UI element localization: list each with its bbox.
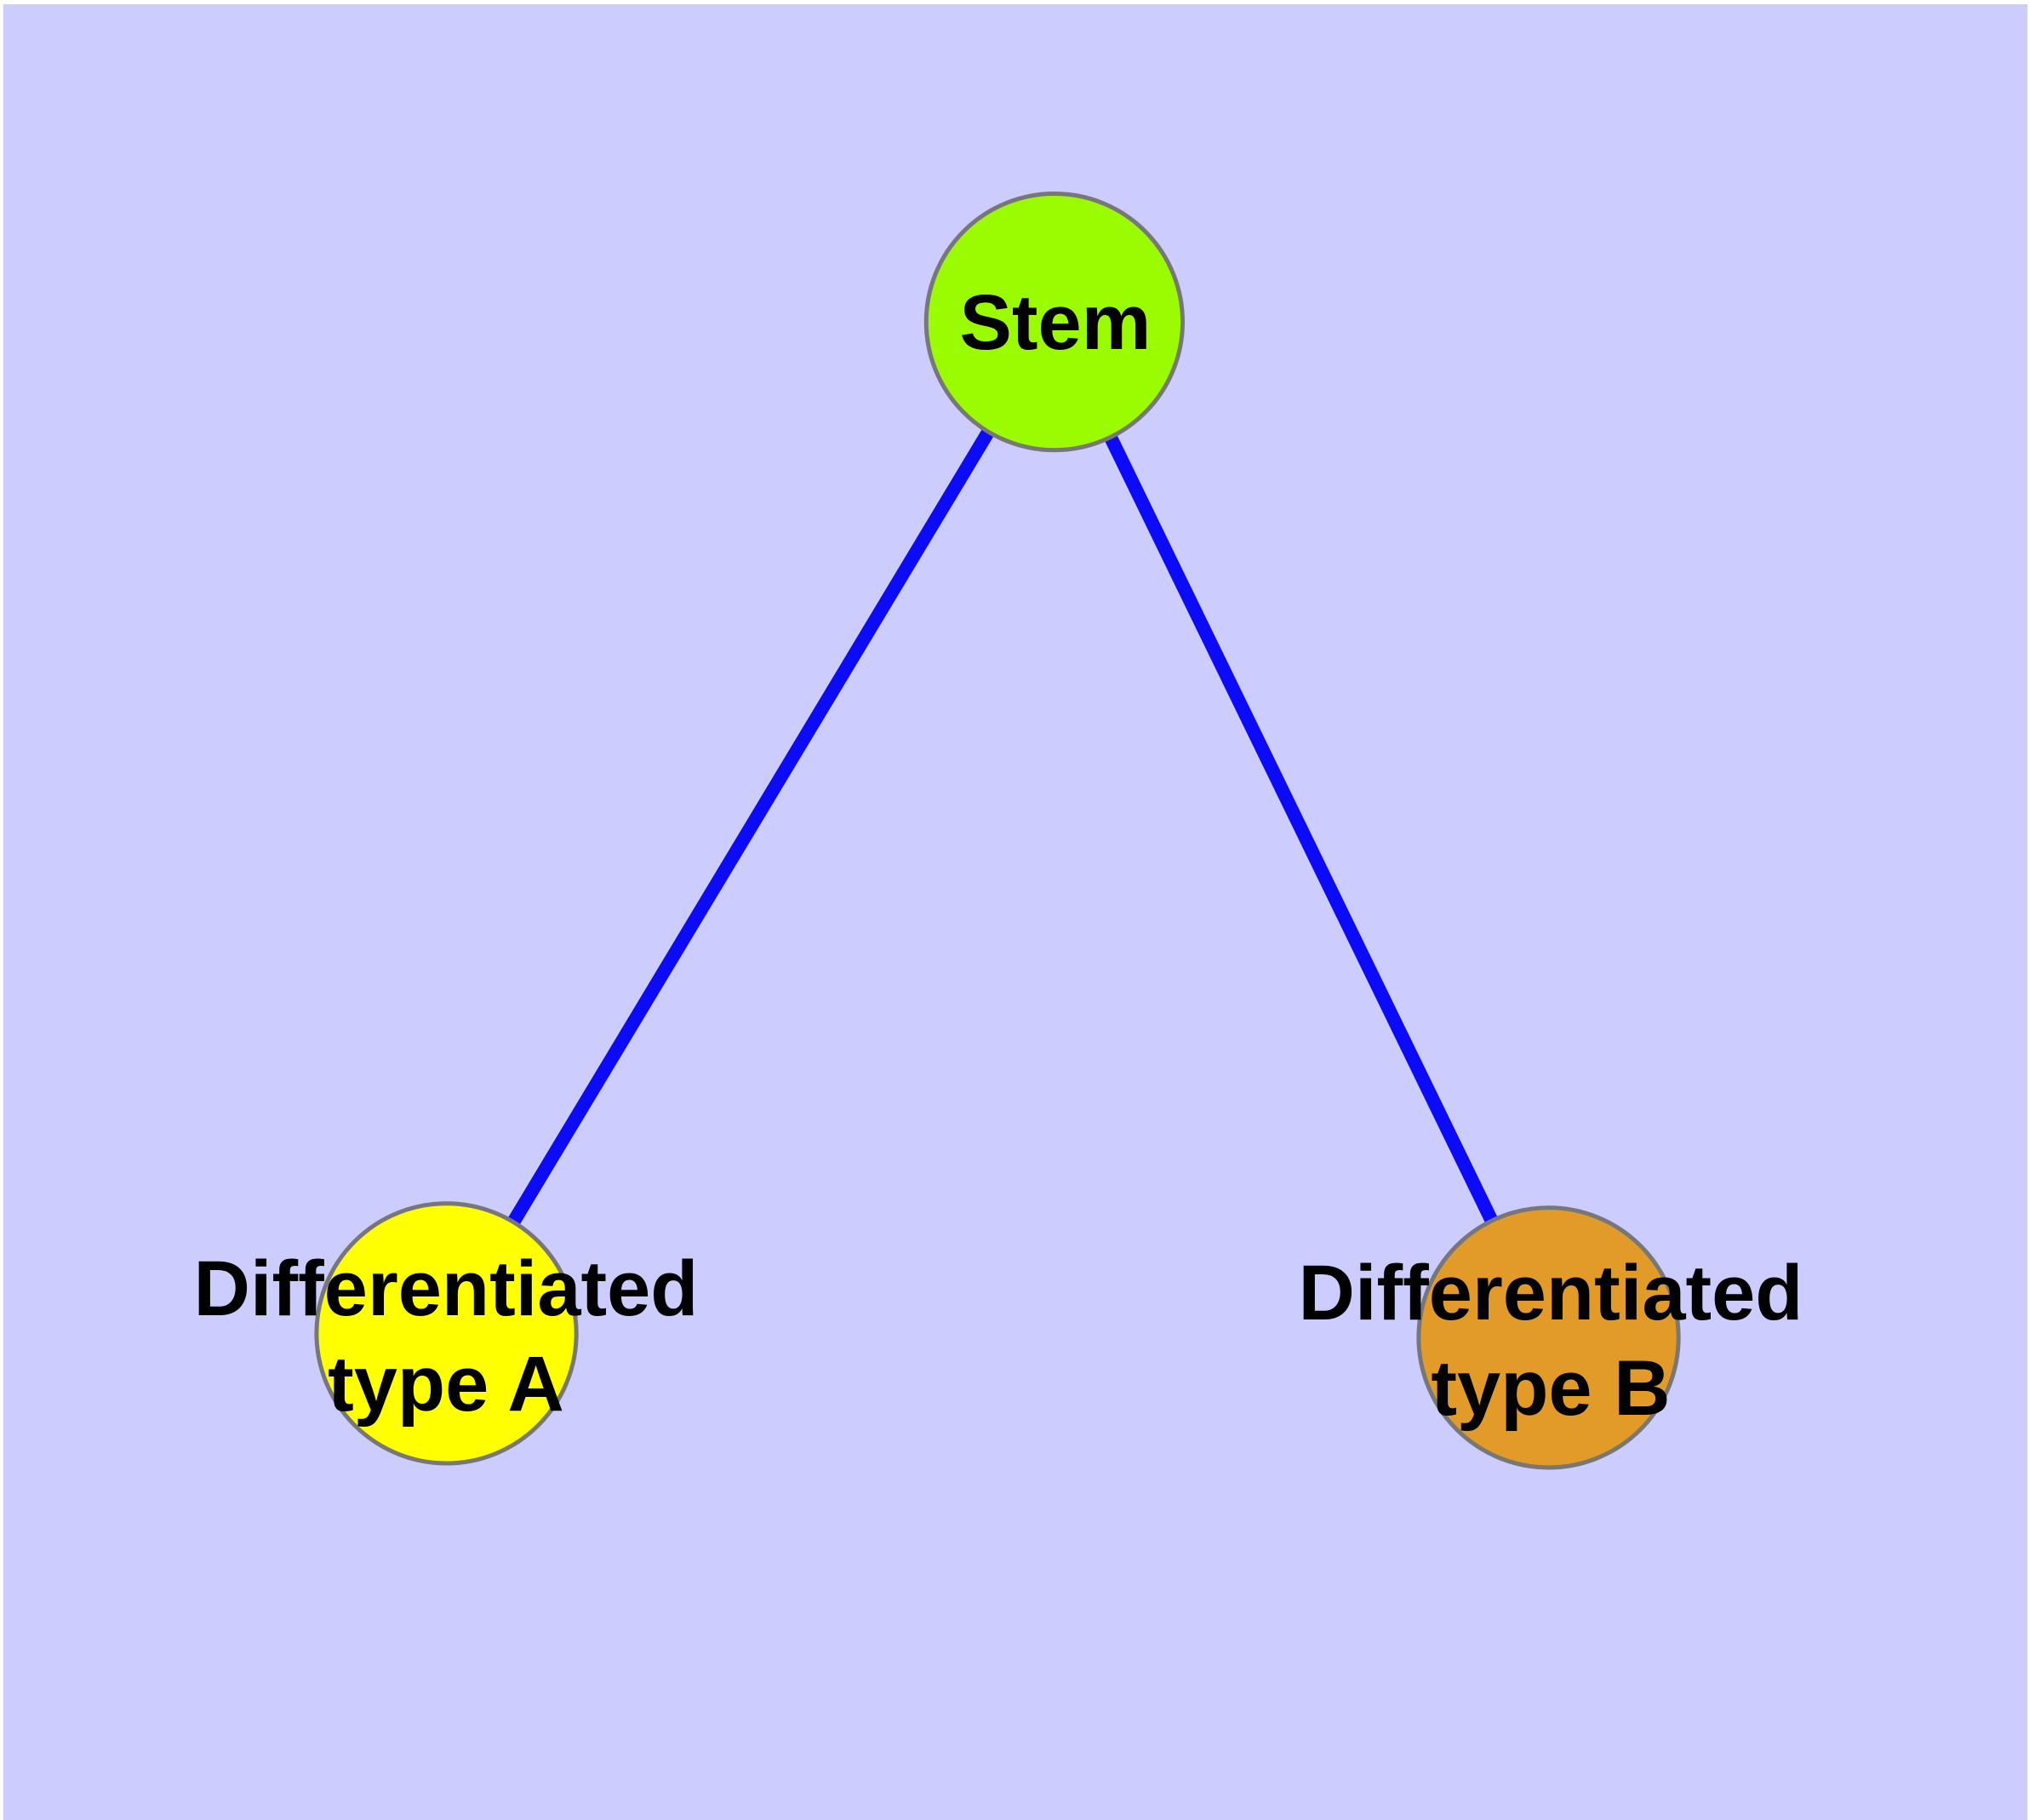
edge-stem-to-type-b	[1048, 318, 1555, 1341]
edge-stem-to-type-a	[440, 318, 1060, 1337]
node-differentiated-type-a-circle	[314, 1201, 579, 1466]
graph-svg	[3, 4, 2028, 1820]
nodes-group	[314, 191, 1681, 1470]
node-stem-circle	[923, 191, 1186, 453]
edges-group	[440, 318, 1555, 1341]
node-differentiated-type-b-circle	[1416, 1205, 1681, 1470]
plot-background: Stem Differentiated type A Differentiate…	[2, 4, 2029, 1820]
